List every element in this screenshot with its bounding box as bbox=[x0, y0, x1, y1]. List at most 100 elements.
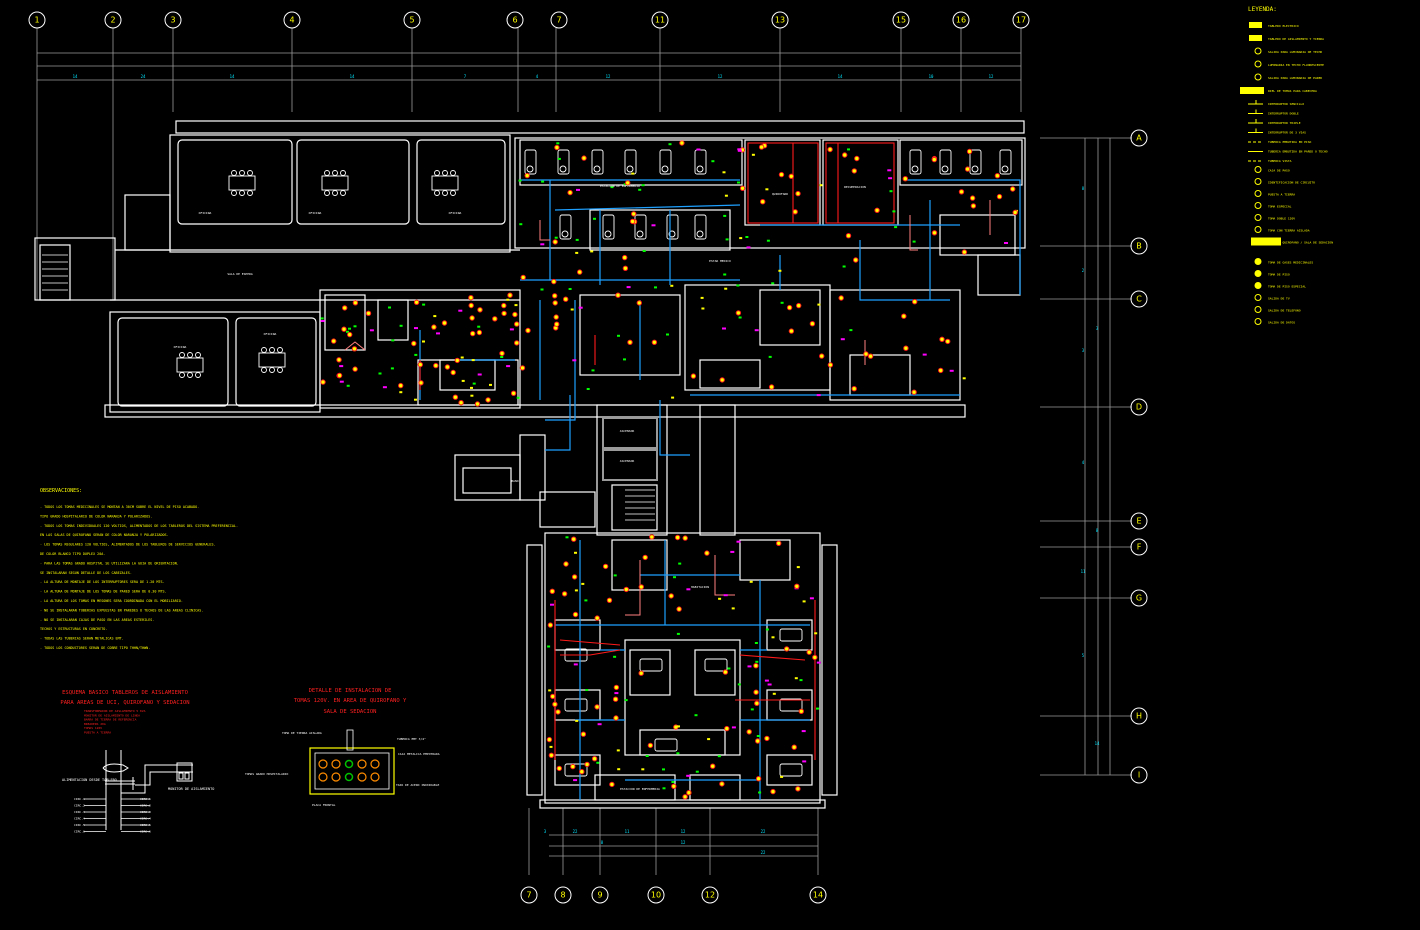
bed-pillow bbox=[593, 165, 601, 173]
outlet-device bbox=[970, 203, 977, 209]
circuit-tag bbox=[575, 251, 579, 254]
panel-right-label: MONITOR DE AISLAMIENTO bbox=[168, 787, 214, 791]
legend-label: TUBERIA VISTA bbox=[1268, 159, 1292, 163]
dimension-label-right: 3 bbox=[1082, 348, 1085, 353]
bed-frame bbox=[564, 763, 588, 777]
outlet-device bbox=[331, 338, 337, 344]
electrical-devices bbox=[320, 140, 1018, 800]
ceiling-light-icon bbox=[1254, 60, 1262, 68]
bed-pillow bbox=[604, 230, 612, 238]
chair bbox=[231, 170, 237, 176]
data-device bbox=[573, 663, 578, 666]
outlet-device bbox=[612, 696, 619, 702]
circuit-tag bbox=[514, 304, 518, 307]
data-device bbox=[578, 306, 583, 309]
hospital-grade-outlet bbox=[331, 772, 341, 782]
data-device bbox=[339, 365, 344, 368]
legend-item: TOMA DE PISO bbox=[1254, 270, 1290, 277]
patient-bed bbox=[639, 658, 663, 672]
grid-bubble-label: 11 bbox=[655, 16, 665, 25]
outlet-device bbox=[551, 278, 557, 285]
grid-bubble-label: 2 bbox=[110, 16, 115, 25]
outlet-device bbox=[520, 274, 526, 281]
legend-item: TOMA DE GASES MEDICINALES bbox=[1254, 258, 1313, 265]
room-label: BANO bbox=[511, 479, 518, 483]
data-device bbox=[1004, 242, 1008, 244]
outlet-device bbox=[676, 606, 682, 612]
grid-bubble-circle bbox=[403, 11, 421, 29]
patient-bed bbox=[559, 214, 572, 240]
outlet-device bbox=[352, 366, 358, 372]
dimension-label-top: 24 bbox=[141, 74, 146, 79]
hospital-grade-outlet bbox=[357, 772, 367, 782]
grid-bubble-label: F bbox=[1137, 543, 1142, 552]
outlet-device bbox=[668, 593, 674, 599]
bed-pillow bbox=[661, 165, 669, 173]
data-device bbox=[816, 661, 821, 664]
outlet-device bbox=[476, 329, 483, 336]
observation-note: - LA ALTURA DE MONTAJE DE LOS TOMAS DE P… bbox=[40, 590, 167, 594]
outlet-device bbox=[901, 313, 907, 319]
hospital-grade-outlet bbox=[370, 772, 380, 782]
circuit-tag bbox=[814, 632, 818, 635]
switch-device bbox=[768, 355, 772, 358]
observation-note: SE INSTALARAN SEGUN DETALLE DE LOS CABEZ… bbox=[40, 571, 132, 575]
switch-device bbox=[623, 183, 627, 186]
switch-device bbox=[723, 273, 727, 276]
room-label: OFICINA bbox=[199, 211, 212, 215]
data-device bbox=[686, 774, 691, 777]
outlet-device bbox=[444, 364, 451, 370]
legend-item: RIEL DE TOMAS PARA CABECERA bbox=[1240, 87, 1317, 94]
switch-device bbox=[671, 781, 675, 783]
building-walls bbox=[34, 120, 1026, 809]
data-icon bbox=[1254, 318, 1262, 325]
legend-label: TOMA DE PISO ESPECIAL bbox=[1268, 285, 1306, 289]
outlet-device bbox=[470, 330, 476, 337]
bed-pillow bbox=[1001, 165, 1009, 173]
grid-bubble-17: 17 bbox=[1012, 11, 1030, 29]
legend-item: TABLERO DE AISLAMIENTO Y TIERRA bbox=[1249, 35, 1324, 41]
circuit-tag bbox=[771, 636, 775, 639]
outlet-device bbox=[806, 649, 812, 655]
dimension-label-top: 14 bbox=[350, 74, 355, 79]
outlet-device bbox=[671, 783, 677, 789]
yellow-bar-icon bbox=[1251, 237, 1281, 246]
outlet-device bbox=[760, 199, 766, 205]
bed-frame bbox=[564, 698, 588, 712]
outlet-device bbox=[554, 144, 560, 151]
data-device bbox=[696, 148, 701, 151]
legend-item: TUBERIA EMBUTIDA EN PARED O TECHO bbox=[1248, 150, 1328, 154]
switch-device bbox=[717, 755, 721, 758]
grid-bubble-E: E bbox=[1130, 512, 1148, 530]
outlet-device bbox=[755, 738, 761, 744]
bed-pillow bbox=[526, 165, 534, 173]
circuit-tag bbox=[794, 677, 798, 680]
outlet-orange-icon bbox=[370, 759, 380, 769]
outlet-device bbox=[674, 534, 681, 541]
legend-label: LUMINARIA EN TECHO FLUORESCENTE bbox=[1268, 63, 1324, 67]
chair bbox=[239, 170, 245, 176]
conference-table bbox=[228, 170, 256, 196]
switch-device bbox=[694, 714, 698, 717]
dimension-label-bottom: 11 bbox=[625, 829, 630, 834]
dimension-label-top: 12 bbox=[989, 74, 994, 79]
room-label: ESTACION DE ENFERMERIA bbox=[600, 184, 640, 188]
patient-bed bbox=[779, 763, 803, 777]
switch-device bbox=[593, 217, 596, 220]
grid-bubble-circle bbox=[28, 11, 46, 29]
grid-bubble-label: 16 bbox=[956, 16, 966, 25]
data-device bbox=[614, 692, 619, 695]
outlet-device bbox=[524, 172, 530, 179]
conference-table bbox=[258, 347, 286, 373]
outlet-device bbox=[556, 765, 562, 772]
switch-device bbox=[892, 210, 896, 213]
outlet-device bbox=[549, 588, 555, 594]
observation-note: DE COLOR BLANCO TIPO DUPLEX 20A. bbox=[40, 552, 105, 556]
outlet-device bbox=[867, 353, 874, 359]
circuit-tag bbox=[780, 775, 784, 778]
observation-note: - LOS TOMAS REGULARES 120 VOLTIOS, ALIME… bbox=[40, 543, 216, 547]
grid-bubble-label: I bbox=[1138, 771, 1140, 780]
legend-label: TABLERO DE AISLAMIENTO Y TIERRA bbox=[1268, 37, 1324, 41]
switch-device bbox=[889, 190, 893, 193]
data-device bbox=[320, 320, 325, 322]
